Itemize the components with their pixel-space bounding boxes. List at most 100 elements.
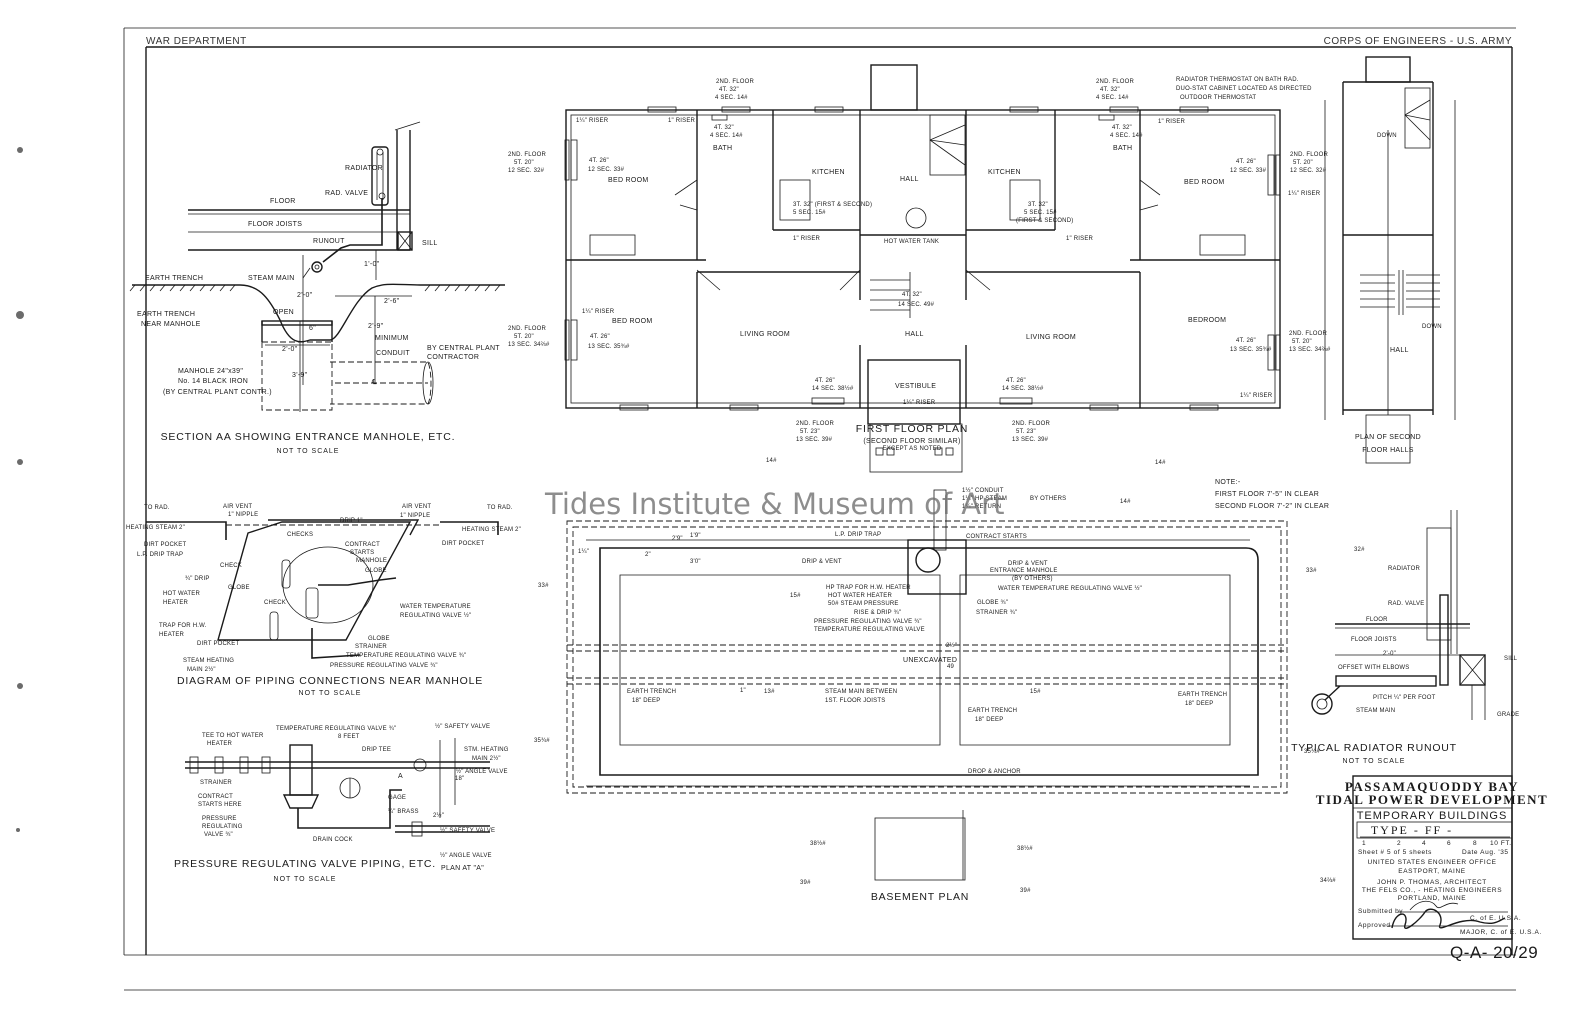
ffp-ne-rad-2: 12 SEC. 33# xyxy=(1230,168,1267,174)
second-floor-halls-title-2: FLOOR HALLS xyxy=(1362,447,1414,454)
sfh-down-bottom: DOWN xyxy=(1422,324,1442,330)
pd-globe-2: GLOBE xyxy=(365,568,387,574)
pd-nipple-right: 1" NIPPLE xyxy=(400,513,430,519)
ffp-nw-2nd-1: 2ND. FLOOR xyxy=(508,152,546,158)
drawing-number: Q-A- 20/29 xyxy=(1450,943,1538,962)
ffp-room-hall-lower: HALL xyxy=(905,331,924,338)
ffp-room-hall-upper: HALL xyxy=(900,176,919,183)
section-aa-title: SECTION AA SHOWING ENTRANCE MANHOLE, ETC… xyxy=(161,431,456,443)
pd-hot-water-heater-1: HOT WATER xyxy=(163,591,200,597)
submitted-signature-icon xyxy=(1409,900,1459,911)
ffp-hall-rad-1: 4T. 32" xyxy=(902,292,922,298)
prv-prv-3: VALVE ¾" xyxy=(204,832,233,838)
scale-tick-2: 4 xyxy=(1422,840,1426,847)
aa-runout-label: RUNOUT xyxy=(313,238,345,245)
note-line-2: SECOND FLOOR 7'-2" IN CLEAR xyxy=(1215,503,1329,510)
bp-drop-anchor: DROP & ANCHOR xyxy=(968,769,1021,775)
ffp-room-bed-se: BEDROOM xyxy=(1188,317,1226,324)
bp-r15a: 15# xyxy=(790,593,801,599)
pd-press-reg: PRESSURE REGULATING VALVE ¾" xyxy=(330,663,438,669)
prv-safety-valve: ½" SAFETY VALVE xyxy=(435,723,490,730)
bp-r33: 33# xyxy=(538,583,549,589)
first-floor-plan-subtitle-2: EXCEPT AS NOTED xyxy=(883,446,942,452)
ffp-room-bed-ne: BED ROOM xyxy=(1184,179,1225,186)
ffp-room-kitchen-w: KITCHEN xyxy=(812,169,845,176)
ffp-nw-2nd-2: 5T. 20" xyxy=(514,160,534,166)
ffp-ne-2nd-3: 12 SEC. 32# xyxy=(1290,168,1327,174)
ffp-kit-w-rad-2: 5 SEC. 15# xyxy=(793,210,826,216)
bp-rise-drip: RISE & DRIP ¾" xyxy=(854,610,901,616)
prv-tee-2: HEATER xyxy=(207,741,233,747)
prv-prv-1: PRESSURE xyxy=(202,816,237,822)
bp-strainer: STRAINER ¾" xyxy=(976,610,1017,616)
bp-d1: 1" xyxy=(740,688,746,694)
bp-wtr: WATER TEMPERATURE REGULATING VALVE ½" xyxy=(998,585,1142,592)
prv-brass: ¼" BRASS xyxy=(388,809,419,815)
pd-temp-reg: TEMPERATURE REGULATING VALVE ¾" xyxy=(346,653,466,659)
note-line-1: FIRST FLOOR 7'-5" IN CLEAR xyxy=(1215,491,1319,498)
bp-trench-e-2: 18" DEEP xyxy=(1185,701,1213,707)
ffp-sw-rad-1: 4T. 26" xyxy=(590,334,610,340)
pd-drip-34: ¾" DRIP xyxy=(185,576,210,582)
ffp-kit-e-riser: 1" RISER xyxy=(1066,236,1094,242)
aa-dim-6: 6" xyxy=(309,325,316,332)
bp-r39w: 39# xyxy=(800,880,811,886)
title-block-office-location: EASTPORT, MAINE xyxy=(1398,868,1465,875)
bp-lp-drip-trap: L.P. DRIP TRAP xyxy=(835,532,881,538)
ffp-kit-w-rad-1: 3T. 32" (FIRST & SECOND) xyxy=(793,202,872,208)
bp-steam-between-2: 1ST. FLOOR JOISTS xyxy=(825,698,885,704)
ffp-ne-2nd-2: 5T. 20" xyxy=(1293,160,1313,166)
prv-a-marker: A xyxy=(398,773,403,780)
title-block-date: Date Aug. '35 xyxy=(1462,849,1509,856)
prv-piping-subtitle: NOT TO SCALE xyxy=(274,876,337,883)
ffp-hall-rad-2: 14 SEC. 49# xyxy=(898,302,935,308)
ffp-nw-2nd-3: 12 SEC. 32# xyxy=(508,168,545,174)
ffp-e-2nd-top-3: 4 SEC. 14# xyxy=(1096,95,1129,101)
prv-piping-drawing xyxy=(185,738,490,837)
aa-manhole-label-3: (BY CENTRAL PLANT CONTR.) xyxy=(163,389,272,396)
pd-manhole: MANHOLE xyxy=(356,558,387,564)
title-block-type: TYPE - FF - xyxy=(1371,823,1453,837)
title-block-line-2: TIDAL POWER DEVELOPMENT xyxy=(1316,792,1548,807)
approved-signature-icon xyxy=(1391,908,1506,930)
pd-dirt-pocket-bottom: DIRT POCKET xyxy=(197,641,239,647)
bp-d114: 1¼" xyxy=(578,549,589,555)
bp-entrance-manhole: ENTRANCE MANHOLE xyxy=(990,568,1058,574)
aa-dim-2-0-b: 2'-0" xyxy=(282,346,298,353)
first-floor-plan-title: FIRST FLOOR PLAN xyxy=(856,423,968,435)
title-block xyxy=(1352,775,1513,940)
pd-heating-steam-right: HEATING STEAM 2" xyxy=(462,527,521,533)
ffp-se-2nd-3: 13 SEC. 34⅔# xyxy=(1289,347,1331,353)
pd-checks: CHECKS xyxy=(287,532,313,538)
prv-tee-1: TEE TO HOT WATER xyxy=(202,733,264,739)
rr-floor-joists: FLOOR JOISTS xyxy=(1351,637,1397,643)
ffp-le-2nd-2: 5T. 23" xyxy=(1016,429,1036,435)
aa-conduit-label: CONDUIT xyxy=(376,350,410,357)
bp-r33e: 33# xyxy=(1306,568,1317,574)
radiator-runout-title: TYPICAL RADIATOR RUNOUT xyxy=(1291,742,1457,754)
bp-d19: 1'9" xyxy=(690,533,701,539)
rr-grade: GRADE xyxy=(1497,712,1519,718)
ffp-w-2nd-floor-top-1: 2ND. FLOOR xyxy=(716,79,754,85)
ffp-le-rad-2: 14 SEC. 38½# xyxy=(1002,385,1044,392)
ffp-se-2nd-1: 2ND. FLOOR xyxy=(1289,331,1327,337)
ffp-ne-riser: 1¼" RISER xyxy=(1288,191,1321,197)
pd-check-2: CHECK xyxy=(264,600,286,606)
prv-dim-18: 18" xyxy=(455,776,464,782)
pd-drip-1: DRIP 1" xyxy=(340,518,363,524)
bp-r13: 13# xyxy=(764,689,775,695)
pd-contract-starts-2: STARTS xyxy=(350,550,374,556)
bp-trench-c-2: 18" DEEP xyxy=(975,717,1003,723)
aa-dim-2-9: 2'-9" xyxy=(368,323,384,330)
ffp-hot-water-tank: HOT WATER TANK xyxy=(884,239,939,245)
title-block-office: UNITED STATES ENGINEER OFFICE xyxy=(1367,859,1496,866)
bp-d2: 2" xyxy=(645,552,651,558)
bp-hw-heater-2: 50# STEAM PRESSURE xyxy=(828,601,899,607)
aa-centerline: ℄ xyxy=(371,379,377,386)
ffp-kit-w-riser: 1" RISER xyxy=(793,236,821,242)
aa-radiator-label: RADIATOR xyxy=(345,165,383,172)
aa-earth-trench-manhole-label-1: EARTH TRENCH xyxy=(137,311,195,318)
pd-globe-3: GLOBE xyxy=(368,636,390,642)
pd-check-1: CHECK xyxy=(220,563,242,569)
ffp-lw-rad-2: 14 SEC. 38½# xyxy=(812,385,854,392)
